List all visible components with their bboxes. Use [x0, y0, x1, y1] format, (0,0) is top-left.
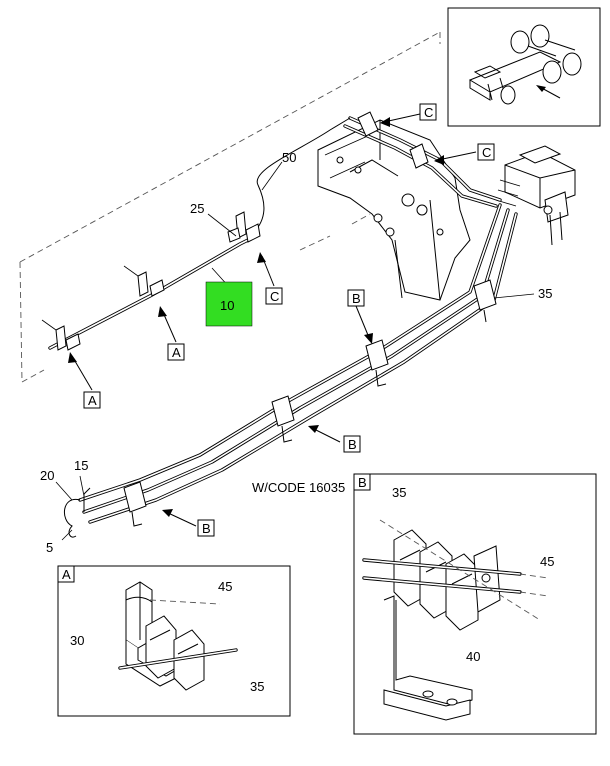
view-letter-a-bottom: A [88, 393, 97, 408]
clip-c-top-2 [409, 143, 429, 169]
clip-b-lower [123, 481, 147, 527]
clip-a-2 [123, 265, 165, 297]
arrow-b-mid [308, 425, 341, 443]
tube-clips [123, 279, 497, 527]
detail-b-callout-35: 35 [392, 485, 406, 500]
detail-a-callout-35: 35 [250, 679, 264, 694]
arrow-b-lower [162, 509, 197, 527]
clip-b-mid [271, 395, 295, 443]
detail-a-panel: A 45 30 35 [57, 565, 291, 717]
inset-arrowhead [536, 85, 546, 92]
truck-chassis-sketch [468, 24, 582, 105]
clip-a-1 [41, 319, 81, 351]
rail-clips [41, 111, 429, 351]
arrow-c-top2 [434, 151, 477, 165]
arrow-a-clip [158, 306, 177, 343]
callout-10: 10 [220, 298, 234, 313]
detail-b-letter: B [358, 475, 367, 490]
detail-b-panel: B 35 45 40 [353, 473, 597, 735]
arrow-c-clip [257, 252, 275, 287]
callout-25: 25 [190, 201, 204, 216]
view-letter-b-lower: B [202, 521, 211, 536]
callout-50: 50 [282, 150, 296, 165]
truck-locator-inset [447, 7, 601, 127]
callout-20: 20 [40, 468, 54, 483]
clip-c-1 [227, 211, 261, 243]
clip-b-upper [365, 339, 389, 387]
highlight-part-10 [205, 281, 253, 327]
callout-35-main: 35 [538, 286, 552, 301]
callout-5: 5 [46, 540, 53, 555]
arrow-b-upper [355, 305, 373, 344]
arrow-a-bottom [68, 352, 93, 391]
clip-c-top-1 [357, 111, 379, 137]
wcode-label: W/CODE 16035 [252, 480, 345, 495]
detail-b-callout-40: 40 [466, 649, 480, 664]
view-letter-boxes: C C C A A B B B [83, 103, 495, 537]
detail-a-bracket [118, 581, 238, 691]
view-letter-b-mid: B [348, 437, 357, 452]
arrow-c-top1 [380, 113, 421, 127]
detail-a-callout-45: 45 [218, 579, 232, 594]
view-letter-c-top1: C [424, 105, 433, 120]
view-letter-a-clip: A [172, 345, 181, 360]
detail-a-callout-30: 30 [70, 633, 84, 648]
clip-b-35 [473, 279, 497, 323]
callout-15: 15 [74, 458, 88, 473]
view-letter-c-top2: C [482, 145, 491, 160]
crossmember-bracket [317, 119, 471, 301]
detail-b-callout-45: 45 [540, 554, 554, 569]
view-letter-b-upper: B [352, 291, 361, 306]
view-arrows [68, 113, 477, 527]
valve-block [495, 145, 576, 246]
view-letter-c-clip: C [270, 289, 279, 304]
callout-numbers: 50 25 10 35 20 15 5 [40, 150, 552, 555]
detail-b-bracket [362, 519, 549, 721]
frame-rail-outline [19, 31, 441, 383]
detail-a-letter: A [62, 567, 71, 582]
